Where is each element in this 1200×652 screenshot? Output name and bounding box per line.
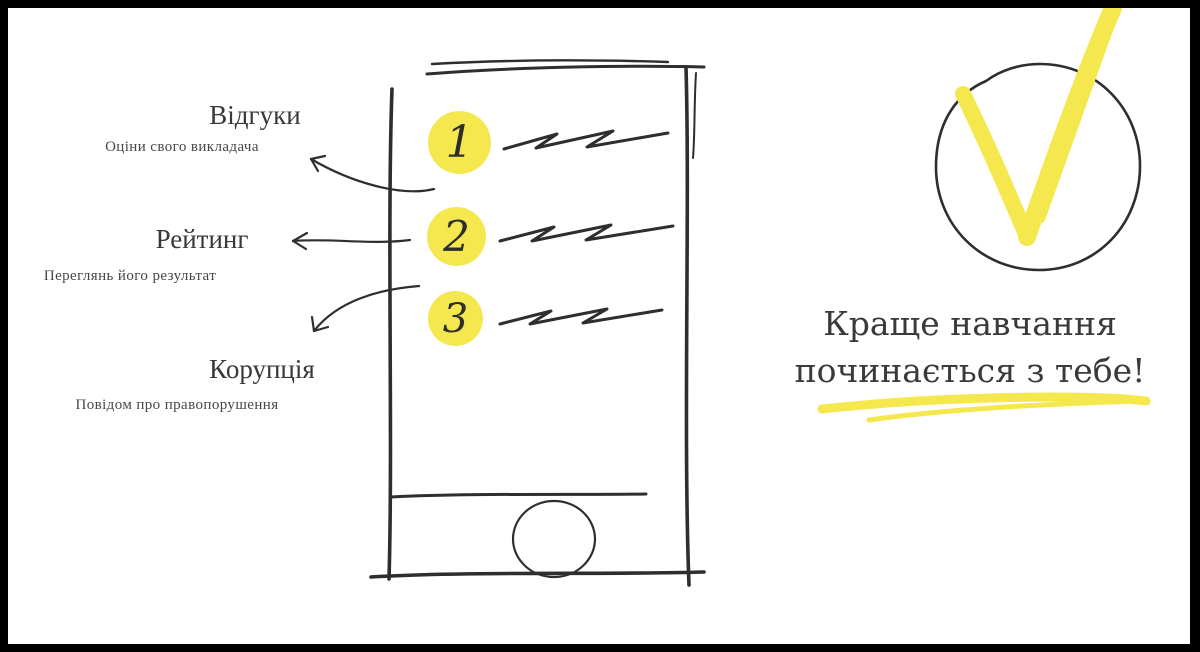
arrow-to-rating — [291, 231, 412, 251]
scribble-line-3 — [498, 307, 664, 326]
home-button-icon — [511, 499, 597, 579]
sketch-layer — [291, 8, 1151, 587]
feature-title-corruption: Корупція — [209, 354, 315, 384]
arrow-to-corruption — [310, 284, 421, 333]
feature-title-rating: Рейтинг — [155, 224, 249, 254]
check-circle-icon — [934, 62, 1142, 272]
slogan-line-2: починається з тебе! — [794, 351, 1146, 390]
number-badge-2: 2 — [427, 207, 486, 266]
number-badge-3: 3 — [428, 291, 483, 346]
feature-subtitle-reviews: Оціни свого викладача — [105, 139, 259, 155]
feature-subtitle-rating: Переглянь його результат — [43, 268, 217, 284]
slide-art: 1 2 3 Відгуки Оціни свого викладача Рейт… — [8, 8, 1190, 644]
slogan: Краще навчання починається з тебе! — [770, 300, 1170, 394]
feature-subtitle-corruption: Повідом про правопорушення — [75, 397, 279, 413]
arrow-to-reviews — [309, 154, 436, 193]
phone-sketch — [369, 59, 706, 587]
slogan-line-1: Краще навчання — [823, 304, 1117, 343]
slogan-underline — [817, 392, 1151, 423]
feature-title-reviews: Відгуки — [209, 100, 301, 130]
scribble-line-2 — [498, 223, 675, 243]
number-badge-1: 1 — [428, 111, 491, 174]
scribble-line-1 — [502, 129, 670, 151]
checkmark-icon — [955, 8, 1122, 246]
screen-divider-line — [389, 492, 648, 499]
slide-canvas: 1 2 3 Відгуки Оціни свого викладача Рейт… — [8, 8, 1190, 644]
